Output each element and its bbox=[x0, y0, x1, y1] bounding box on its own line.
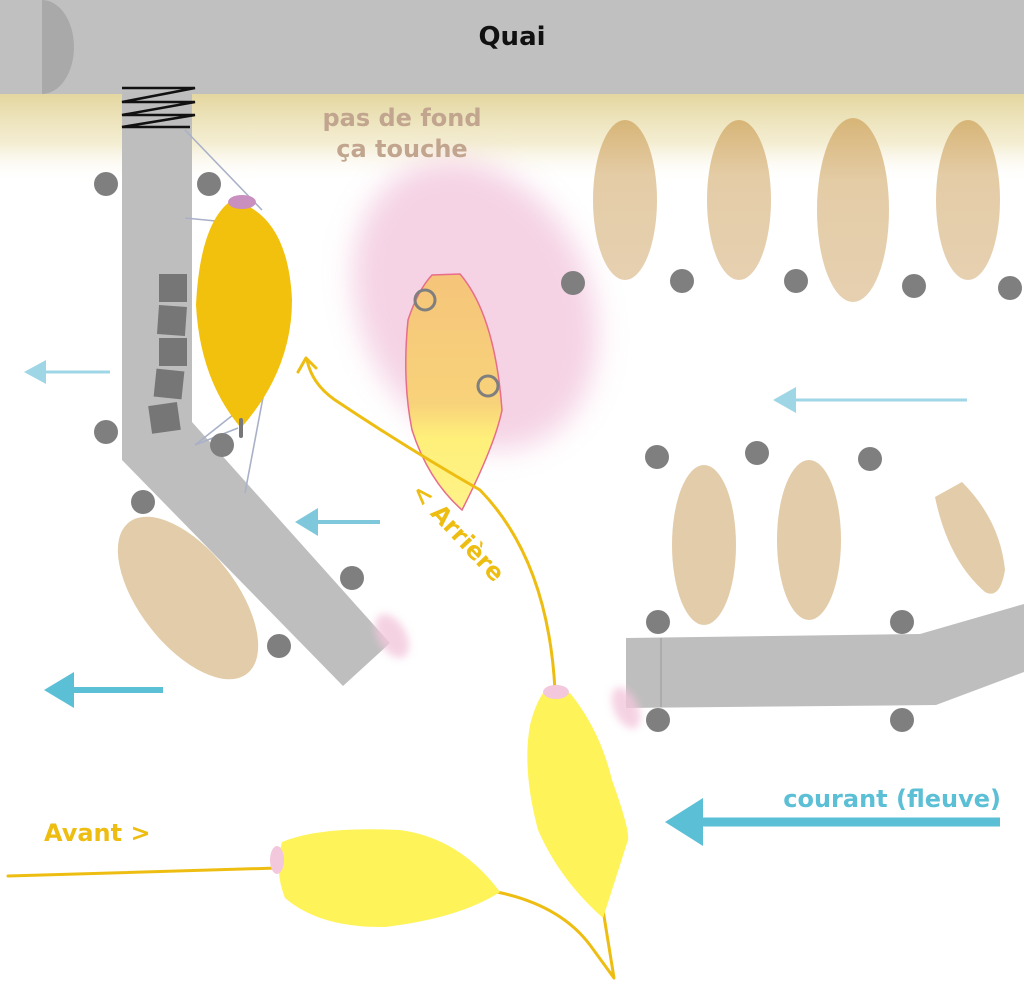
boat-hull bbox=[405, 273, 503, 512]
current-label: courant (fleuve) bbox=[783, 785, 1001, 813]
box bbox=[156, 305, 187, 336]
box bbox=[159, 274, 187, 302]
boat-in-shallow bbox=[405, 273, 503, 512]
current-arrow-icon bbox=[24, 360, 110, 384]
maneuvering-boat-1 bbox=[527, 685, 629, 918]
spring-icon bbox=[121, 86, 196, 129]
bollard bbox=[267, 634, 291, 658]
bollard bbox=[646, 610, 670, 634]
bollard bbox=[858, 447, 882, 471]
stern-route-arrowhead bbox=[296, 356, 318, 374]
right-pontoon bbox=[626, 604, 1024, 708]
bollard bbox=[94, 420, 118, 444]
moored-boat bbox=[593, 120, 657, 280]
tow-line bbox=[495, 890, 616, 980]
bollards bbox=[94, 172, 1022, 732]
bollard bbox=[340, 566, 364, 590]
bollard bbox=[561, 271, 585, 295]
current-arrow-icon bbox=[295, 508, 380, 536]
bollard bbox=[645, 445, 669, 469]
moored-boat bbox=[117, 516, 259, 680]
moored-boat bbox=[936, 120, 1000, 280]
current-arrow-icon bbox=[773, 387, 967, 413]
boat-fender bbox=[543, 685, 569, 699]
moored-boat bbox=[817, 118, 889, 302]
stern-route bbox=[305, 358, 557, 692]
moored-boat bbox=[672, 465, 736, 625]
bollard bbox=[131, 490, 155, 514]
moored-boat-partial bbox=[935, 482, 1005, 594]
bollard-ring bbox=[413, 288, 437, 312]
bollard bbox=[197, 172, 221, 196]
quay-label: Quai bbox=[478, 22, 545, 52]
bollard bbox=[890, 708, 914, 732]
box bbox=[153, 368, 185, 400]
box bbox=[159, 338, 187, 366]
fender-pink bbox=[611, 687, 641, 729]
quay-surface bbox=[0, 0, 1024, 94]
boat-hull bbox=[278, 829, 500, 928]
pontoon-boxes bbox=[148, 274, 187, 434]
bollard bbox=[670, 269, 694, 293]
bollard bbox=[745, 441, 769, 465]
moored-orange-boat bbox=[196, 195, 292, 438]
fender-pink bbox=[374, 614, 410, 658]
bollard bbox=[998, 276, 1022, 300]
boat-fender bbox=[228, 195, 256, 209]
moored-boats-right bbox=[672, 460, 1005, 625]
bollard-ring bbox=[476, 374, 500, 398]
boat-hull bbox=[196, 200, 292, 428]
boat-fender bbox=[270, 846, 284, 874]
moored-boats-top bbox=[593, 118, 1000, 302]
bollard bbox=[902, 274, 926, 298]
current-arrow-icon bbox=[44, 672, 163, 708]
current-arrows bbox=[24, 360, 1000, 846]
bollard bbox=[646, 708, 670, 732]
quay: Quai bbox=[0, 0, 1024, 94]
route-lines bbox=[6, 356, 616, 980]
bollard bbox=[210, 433, 234, 457]
shallow-label-line2: ça touche bbox=[336, 135, 467, 163]
maneuvering-boat-2 bbox=[270, 829, 500, 928]
boat-hull bbox=[527, 693, 629, 918]
bow-label: Avant > bbox=[44, 819, 151, 847]
bollard bbox=[784, 269, 808, 293]
shallow-label-line1: pas de fond bbox=[322, 104, 481, 132]
moored-boat bbox=[707, 120, 771, 280]
pontoon-diagonal bbox=[122, 422, 390, 686]
box bbox=[148, 402, 181, 434]
quay-round-end bbox=[42, 0, 74, 94]
bow-route bbox=[6, 866, 280, 878]
bollard bbox=[94, 172, 118, 196]
current-arrow-main-icon bbox=[665, 798, 1000, 846]
moored-boat bbox=[777, 460, 841, 620]
pontoon-arm bbox=[626, 604, 1024, 708]
bollard bbox=[890, 610, 914, 634]
